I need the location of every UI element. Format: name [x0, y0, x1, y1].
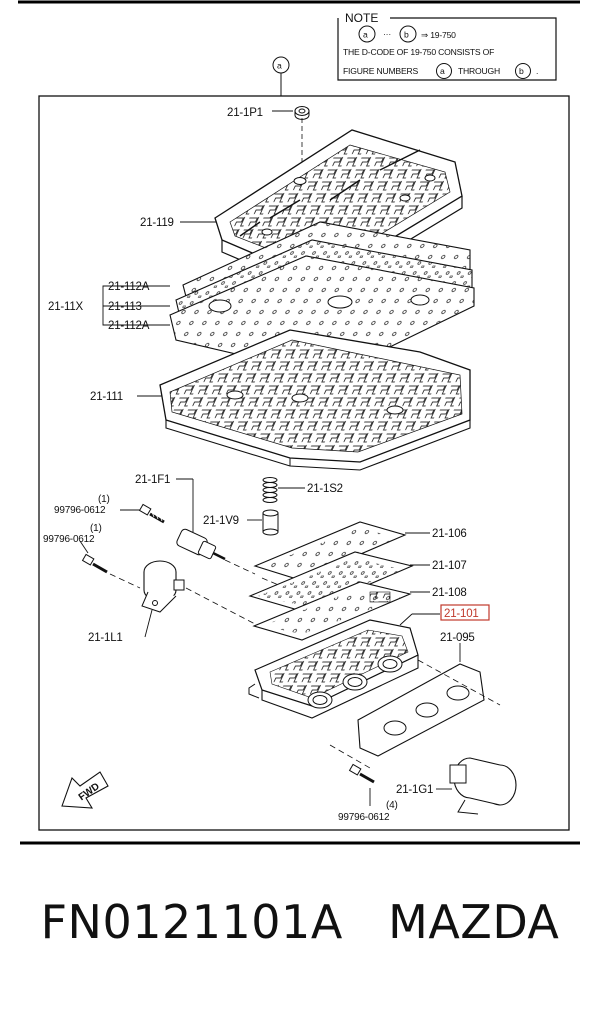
note-period: .: [536, 66, 538, 76]
label-21-119: 21-119: [140, 217, 174, 229]
part-plate-21-107: [248, 551, 430, 613]
label-21-106: 21-106: [432, 528, 467, 540]
label-21-11X: 21-11X: [48, 301, 84, 313]
exploded-parts-diagram: NOTE a ··· b ⇒ 19-750 THE D-CODE OF 19-7…: [18, 0, 580, 845]
label-21-101: 21-101: [444, 608, 479, 620]
part-valve-21-1V9: [247, 509, 279, 536]
label-21-1V9: 21-1V9: [203, 515, 239, 527]
note-arrow-code: ⇒ 19-750: [421, 30, 456, 40]
part-separator-plates-21-11X: [102, 221, 475, 377]
part-solenoid-21-1G1: [436, 757, 517, 815]
label-21-113: 21-113: [108, 301, 142, 313]
highlight-box: [440, 604, 490, 621]
part-spring-21-1S2: [262, 477, 305, 503]
bolt-1-code: 99796-0612: [54, 505, 106, 516]
part-bolt-lower: [79, 540, 141, 589]
bolt-2-qty: (1): [90, 523, 102, 534]
label-21-107: 21-107: [432, 560, 467, 572]
bolt-3-qty: (4): [386, 800, 398, 811]
note-symbol-a-2: a: [440, 66, 445, 76]
part-bolt-bottom: [348, 763, 375, 806]
label-21-112A-bottom: 21-112A: [108, 320, 150, 332]
note-line-3b: THROUGH: [458, 66, 500, 76]
bolt-3-code: 99796-0612: [338, 812, 390, 823]
note-symbol-b-2: b: [519, 66, 524, 76]
part-seal-21-1P1: [272, 105, 310, 175]
bolt-2-code: 99796-0612: [43, 534, 95, 545]
label-21-1F1: 21-1F1: [135, 474, 170, 486]
label-21-095: 21-095: [440, 632, 475, 644]
note-symbol-b: b: [404, 30, 409, 40]
part-plate-21-106: [253, 521, 430, 581]
part-solenoid-21-1F1: [176, 478, 296, 593]
note-box: NOTE a ··· b ⇒ 19-750 THE D-CODE OF 19-7…: [337, 11, 557, 81]
note-title: NOTE: [345, 11, 378, 25]
label-21-1G1: 21-1G1: [396, 784, 433, 796]
label-21-1L1: 21-1L1: [88, 632, 123, 644]
part-valve-body-21-111: [137, 329, 471, 471]
marker-a: a: [272, 56, 290, 96]
part-bolt-upper: [120, 503, 165, 524]
part-gasket-21-095: [329, 643, 501, 769]
fwd-arrow-icon: FWD: [61, 771, 109, 809]
label-21-108: 21-108: [432, 587, 467, 599]
part-valve-body-21-101: [248, 613, 440, 719]
note-ellipsis: ···: [383, 29, 391, 39]
label-21-112A-top: 21-112A: [108, 281, 150, 293]
part-solenoid-21-1L1: [141, 560, 256, 638]
bolt-1-qty: (1): [98, 494, 110, 505]
label-21-111: 21-111: [90, 391, 123, 403]
diagram-frame: [38, 95, 570, 831]
label-21-1P1: 21-1P1: [227, 107, 263, 119]
svg-text:a: a: [277, 61, 282, 71]
note-symbol-a: a: [363, 30, 368, 40]
label-21-1S2: 21-1S2: [307, 483, 343, 495]
note-line-2: THE D-CODE OF 19-750 CONSISTS OF: [343, 47, 494, 57]
part-number-caption: FN0121101A MAZDA: [40, 895, 560, 949]
part-plate-21-108: [252, 581, 430, 641]
note-line-3a: FIGURE NUMBERS: [343, 66, 418, 76]
